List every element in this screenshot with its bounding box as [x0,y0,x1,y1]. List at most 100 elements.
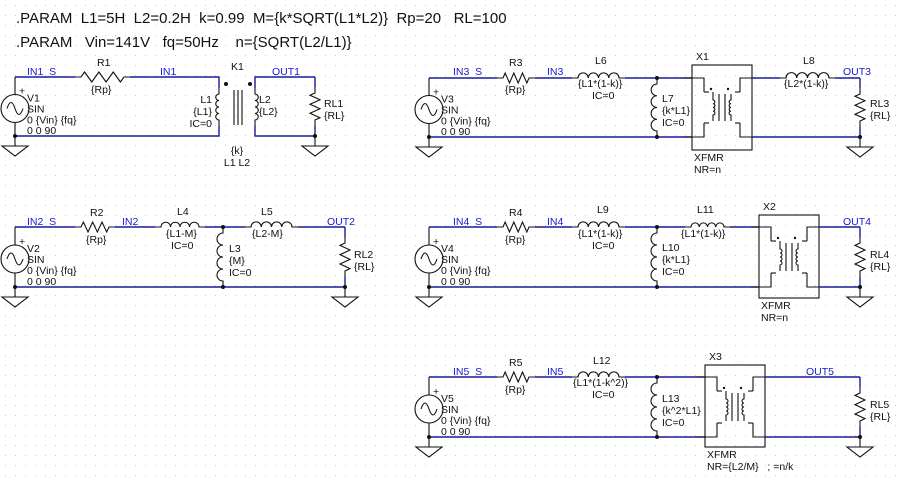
junction-dot [248,82,252,86]
sine-wave-icon [6,252,24,266]
inductor-l11[interactable] [685,222,730,228]
inductor-l9[interactable] [572,221,625,228]
primary-coil[interactable] [779,243,783,271]
resistor-r3[interactable] [497,71,535,85]
load-name: RL2 [354,249,373,261]
net-label-in-s: IN5 S [453,366,482,378]
ground-icon [845,296,875,308]
ground-icon [0,145,30,157]
inductor-l12-name: L12 [593,355,611,367]
inductor-l8-name: L8 [803,55,815,67]
sine-source-icon[interactable] [0,244,30,274]
load-name: RL4 [870,249,889,261]
inductor-l9-value: {L1*(1-k)} [578,228,623,240]
resistor-r4[interactable] [497,220,535,234]
plus-sign: + [19,86,25,98]
sine-source-icon[interactable] [414,244,444,274]
ground-icon [0,296,30,308]
param-directive-1[interactable]: .PARAM L1=5H L2=0.2H k=0.99 M={k*SQRT(L1… [16,10,507,27]
inductor-l13[interactable] [650,377,658,437]
source-value: 0 {Vin} {fq} [441,415,491,427]
resistor-rl4[interactable] [853,237,867,277]
inductor-l2[interactable] [254,88,259,126]
junction-dot [221,285,225,289]
load-value: {RL} [870,411,891,423]
resistor-rl3[interactable] [853,88,867,127]
inductor-l7-ic: IC=0 [662,117,685,129]
load-value: {RL} [870,261,891,273]
inductor-l6-ic: IC=0 [592,90,615,102]
net-label-out: OUT4 [843,216,871,228]
inductor-l8[interactable] [780,72,835,79]
param-directive-2[interactable]: .PARAM Vin=141V fq=50Hz n={SQRT(L2/L1)} [16,34,352,51]
secondary-coil[interactable] [741,393,745,421]
xfmr-ratio: NR=n [761,312,788,324]
source-name: V1 [27,93,40,105]
wire[interactable] [254,76,315,88]
secondary-coil[interactable] [795,243,799,271]
source-name: V4 [441,243,454,255]
resistor-rl2[interactable] [338,237,352,277]
xfmr-box[interactable] [758,214,820,299]
junction-dot [655,135,659,139]
inductor-l10[interactable] [650,227,658,287]
inductor-l10-value: {k*L1} [662,254,691,266]
inductor-l2-value: {L2} [259,106,278,118]
inductor-l11-value: {L1*(1-k)} [681,228,726,240]
inductor-l13-value: {k^2*L1} [662,405,701,417]
inductor-l5[interactable] [245,221,298,228]
inductor-l3[interactable] [216,227,224,287]
net-label-out: OUT5 [806,366,834,378]
resistor-rl5[interactable] [853,387,867,427]
inductor-l4-value: {L1-M} [166,228,197,240]
xfmr-lead [697,376,718,391]
inductor-l7[interactable] [650,78,658,137]
ground-icon [330,296,360,308]
resistor-r1[interactable] [75,71,130,83]
inductor-l3-value: {M} [229,255,245,267]
sine-source-icon[interactable] [414,94,444,125]
inductor-l1-value: {L1} [193,106,212,118]
xfmr-box[interactable] [704,364,766,448]
coupling-k-value: {k} [231,145,244,157]
sine-wave-icon [420,252,438,266]
inductor-l11-name: L11 [697,204,714,216]
inductor-l1[interactable] [215,88,220,126]
inductor-l6[interactable] [572,72,625,79]
inductor-l9-ic: IC=0 [592,240,615,252]
secondary-coil[interactable] [728,94,732,121]
junction-dot [224,82,228,86]
inductor-l6-value: {L1*(1-k)} [578,78,623,90]
load-name: RL1 [324,98,343,110]
wire[interactable] [130,76,220,88]
sine-wave-icon [420,102,438,117]
plus-sign: + [433,236,439,248]
primary-coil[interactable] [712,94,716,121]
inductor-l7-value: {k*L1} [662,105,691,117]
inductor-l4[interactable] [155,221,205,228]
sine-source-icon[interactable] [414,394,444,424]
resistor-r5[interactable] [497,370,535,384]
resistor-r2[interactable] [75,220,115,234]
net-label-out: OUT3 [843,66,871,78]
wire[interactable] [15,126,220,137]
xfmr-model: XFMR [694,152,724,164]
xfmr-lead [751,273,772,288]
primary-coil[interactable] [725,393,729,421]
xfmr-box[interactable] [691,64,753,151]
resistor-rl1[interactable] [308,87,322,126]
wire[interactable] [254,126,315,137]
net-label-in-s: IN4 S [453,216,482,228]
junction-dot [655,375,659,379]
inductor-l4-ic: IC=0 [171,240,194,252]
source-type: SIN [27,254,45,266]
sine-source-icon[interactable] [0,93,30,124]
source-name: V3 [441,94,454,106]
inductor-l7-name: L7 [662,93,674,105]
net-label-in: IN4 [547,216,564,228]
inductor-l12[interactable] [572,371,625,378]
